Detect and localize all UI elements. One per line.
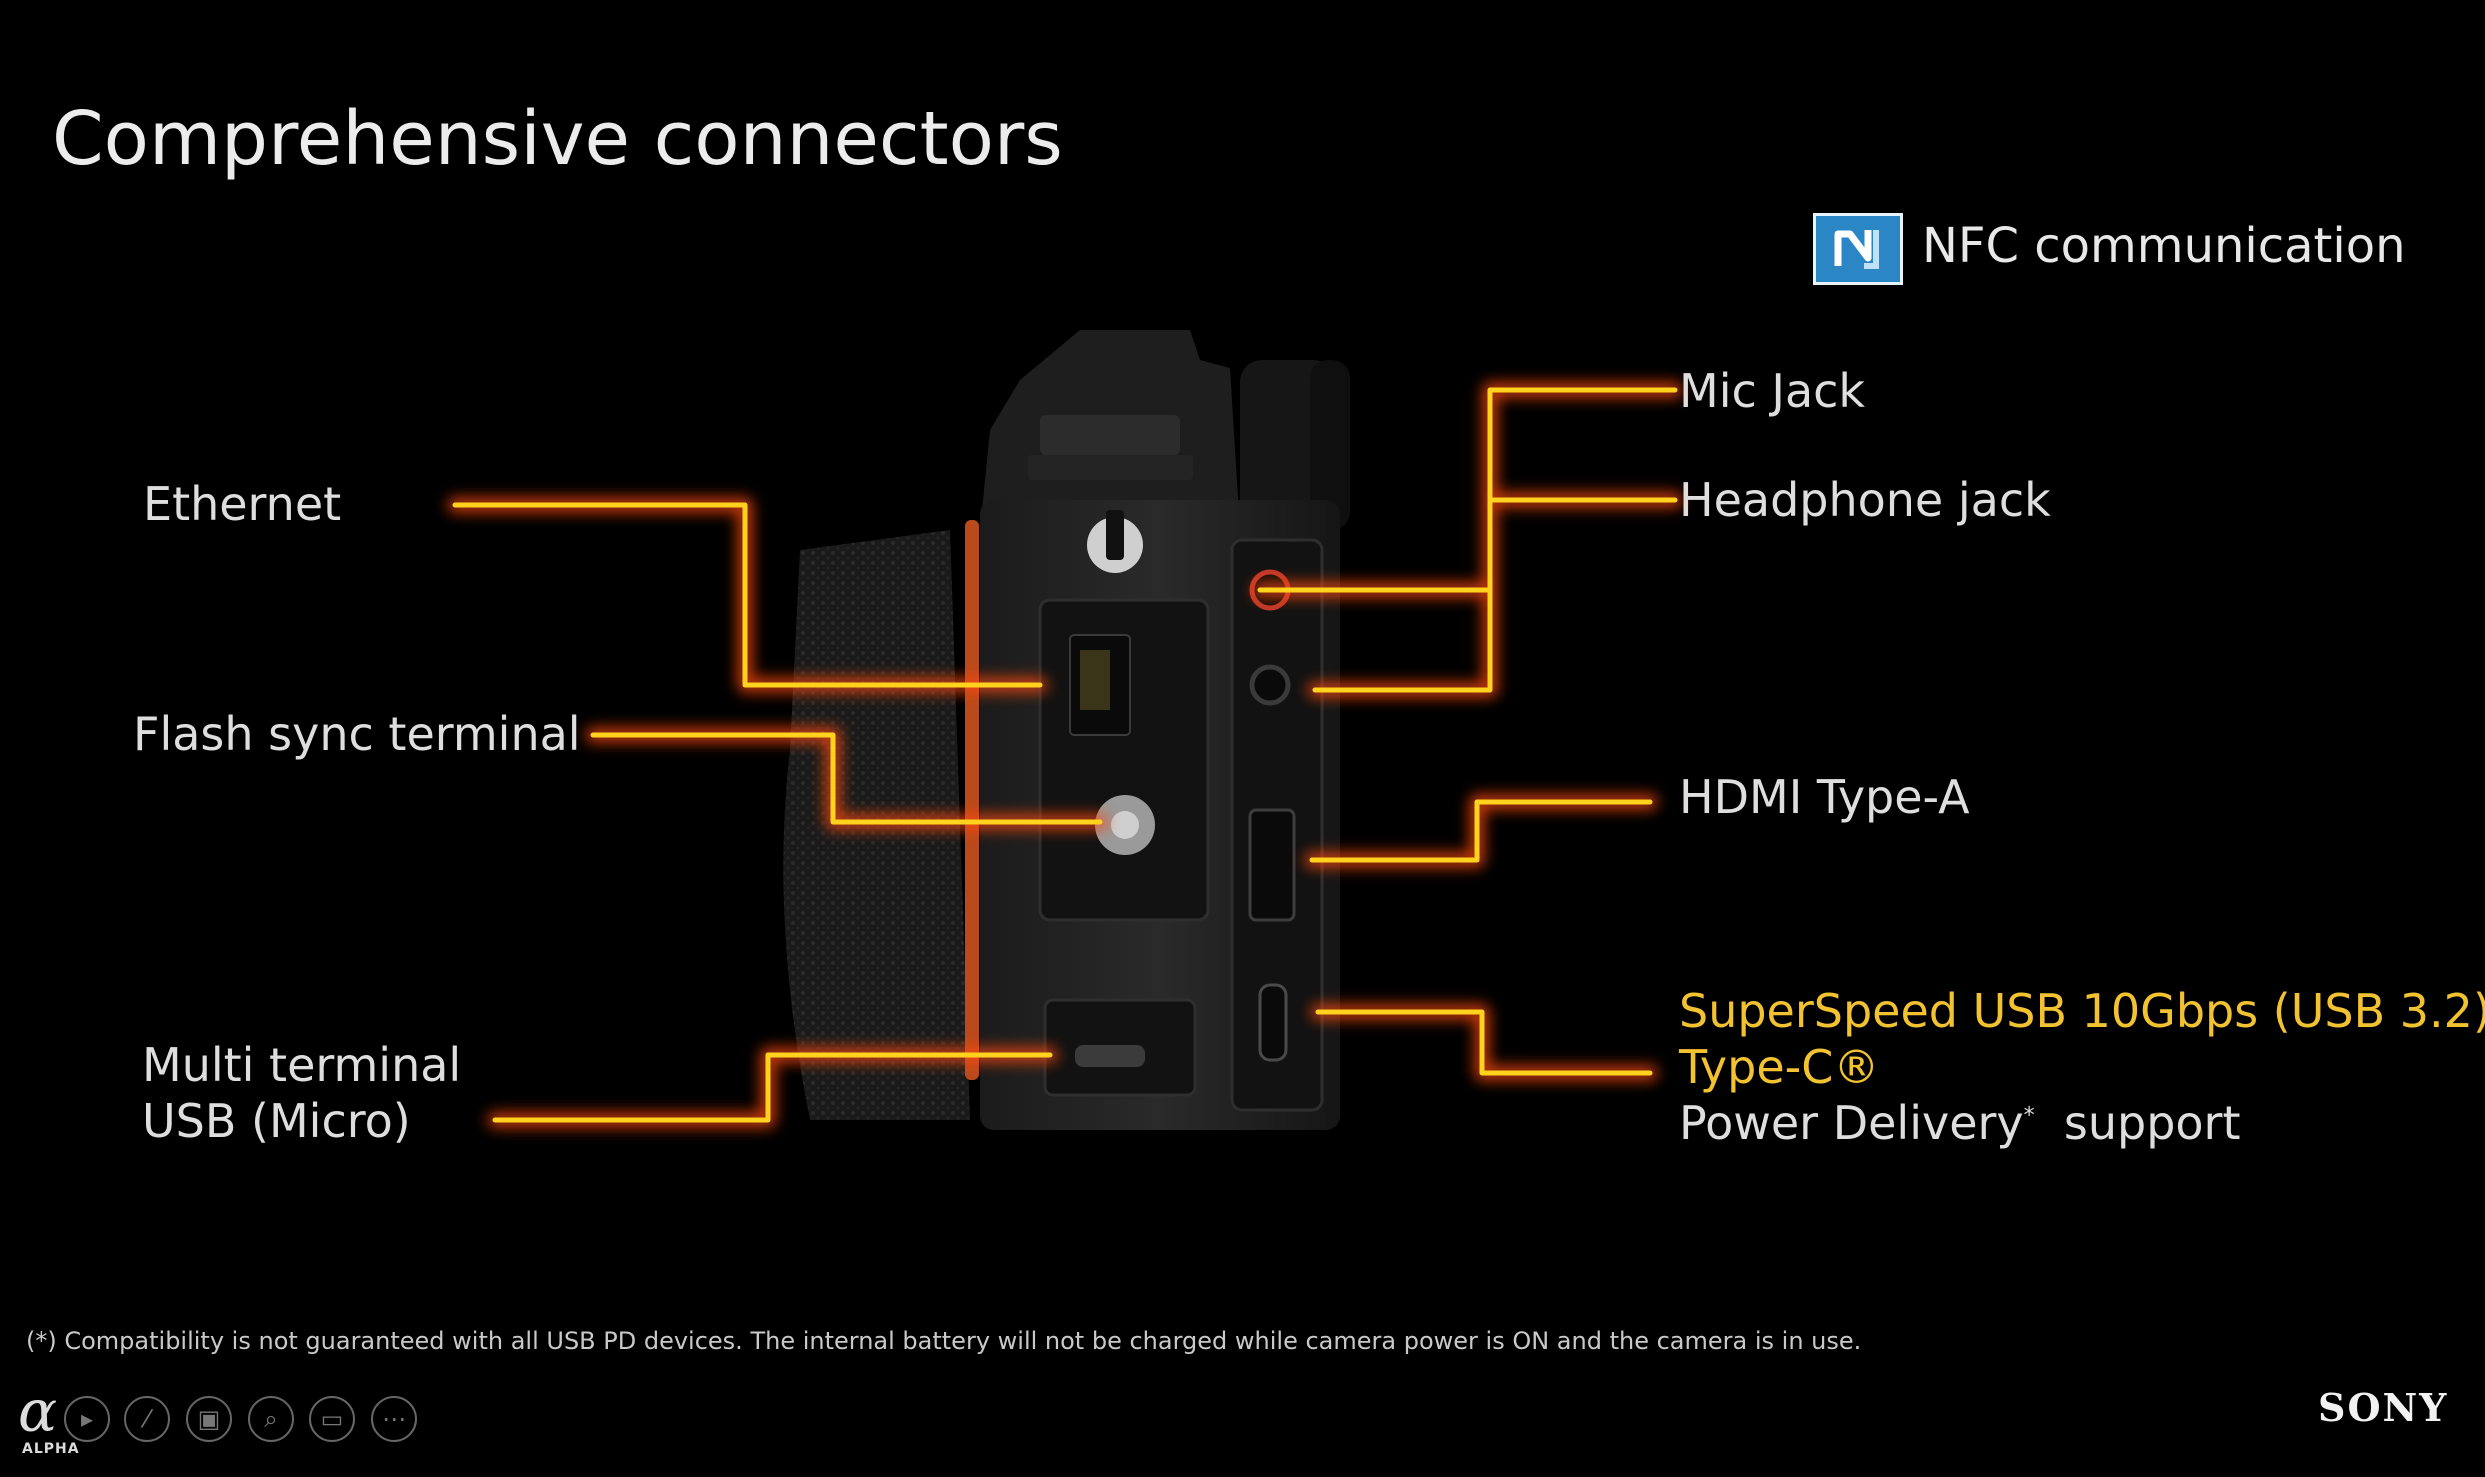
label-superspeed-usb: SuperSpeed USB 10Gbps (USB 3.2) — [1679, 984, 2485, 1038]
label-hdmi-type-a: HDMI Type-A — [1679, 770, 1970, 824]
more-button[interactable]: ⋯ — [371, 1396, 417, 1442]
callout-multi-terminal — [492, 1052, 1053, 1123]
pen-button[interactable]: ⁄ — [124, 1396, 170, 1442]
label-type-c: Type-C® — [1679, 1040, 1880, 1094]
pen-icon: ⁄ — [144, 1405, 149, 1433]
callout-flash-sync — [590, 732, 1103, 825]
callout-mic-jack-glow — [1252, 382, 1683, 598]
sony-logo: SONY — [2318, 1385, 2449, 1430]
zoom-button[interactable]: ⌕ — [248, 1396, 294, 1442]
alpha-logo-text: ALPHA — [22, 1441, 80, 1457]
slide-title: Comprehensive connectors — [52, 96, 1063, 182]
callout-flash-sync-glow — [585, 727, 1108, 830]
callout-mic-jack — [1257, 387, 1678, 593]
footnote: (*) Compatibility is not guaranteed with… — [26, 1327, 1862, 1355]
camera-body-image — [783, 330, 1350, 1130]
label-flash-sync-terminal: Flash sync terminal — [133, 707, 581, 761]
play-button[interactable]: ▸ — [64, 1396, 110, 1442]
callout-hdmi-glow — [1304, 794, 1658, 868]
label-multi-terminal: Multi terminal — [142, 1038, 462, 1092]
subtitles-button[interactable]: ▭ — [309, 1396, 355, 1442]
power-delivery-text: Power Delivery — [1679, 1096, 2024, 1150]
slides-icon: ▣ — [197, 1405, 221, 1433]
play-icon: ▸ — [80, 1405, 94, 1433]
subtitles-icon: ▭ — [320, 1405, 344, 1433]
callout-headphone-jack — [1312, 497, 1678, 693]
alpha-logo-icon: α — [18, 1377, 58, 1445]
zoom-icon: ⌕ — [264, 1405, 278, 1433]
callout-multi-terminal-glow — [487, 1047, 1058, 1128]
label-mic-jack: Mic Jack — [1679, 364, 1866, 418]
slides-button[interactable]: ▣ — [186, 1396, 232, 1442]
callout-usb-c — [1315, 1009, 1653, 1076]
callout-ethernet — [452, 502, 1043, 688]
callout-hdmi — [1309, 799, 1653, 863]
label-headphone-jack: Headphone jack — [1679, 473, 2051, 527]
more-icon: ⋯ — [382, 1405, 406, 1433]
label-ethernet: Ethernet — [143, 477, 342, 531]
nfc-n-mark-icon — [1813, 213, 1903, 285]
nfc-label: NFC communication — [1922, 218, 2406, 274]
label-power-delivery: Power Delivery* support — [1679, 1096, 2241, 1150]
footnote-mark: * — [2023, 1103, 2035, 1129]
label-usb-micro: USB (Micro) — [142, 1094, 411, 1148]
support-text: support — [2063, 1096, 2241, 1150]
